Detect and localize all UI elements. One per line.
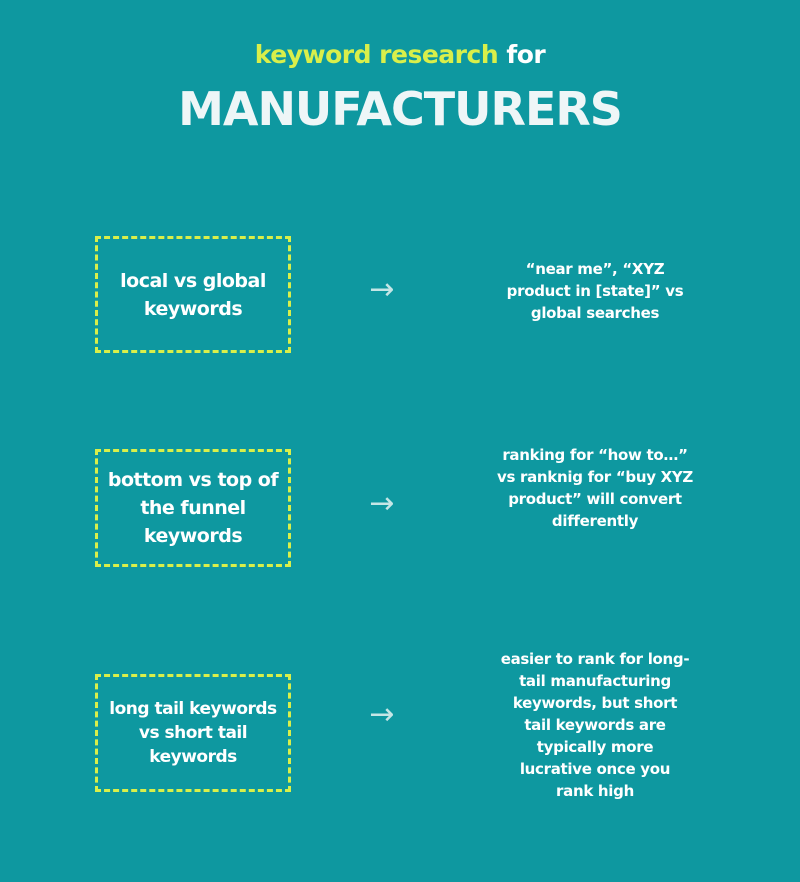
- subtitle: keyword research for: [0, 40, 800, 69]
- subtitle-rest: for: [498, 40, 546, 69]
- keyword-box-local-global: local vs global keywords: [95, 236, 291, 353]
- keyword-box-long-short-tail: long tail keywords vs short tail keyword…: [95, 674, 291, 792]
- description: ranking for “how to…” vs ranknig for “bu…: [496, 446, 693, 530]
- box-label: local vs global keywords: [120, 269, 266, 320]
- box-label: bottom vs top of the funnel keywords: [107, 469, 279, 547]
- subtitle-highlight: keyword research: [254, 40, 499, 69]
- arrow-right-icon: →: [369, 486, 395, 521]
- box-label: long tail keywords vs short tail keyword…: [109, 699, 277, 767]
- arrow-right-icon: →: [369, 272, 395, 307]
- description: easier to rank for long-tail manufacturi…: [500, 650, 690, 800]
- keyword-box-funnel: bottom vs top of the funnel keywords: [95, 449, 291, 567]
- arrow-right-icon: →: [369, 697, 395, 732]
- page-title: MANUFACTURERS: [178, 82, 623, 136]
- description: “near me”, “XYZ product in [state]” vs g…: [506, 260, 684, 322]
